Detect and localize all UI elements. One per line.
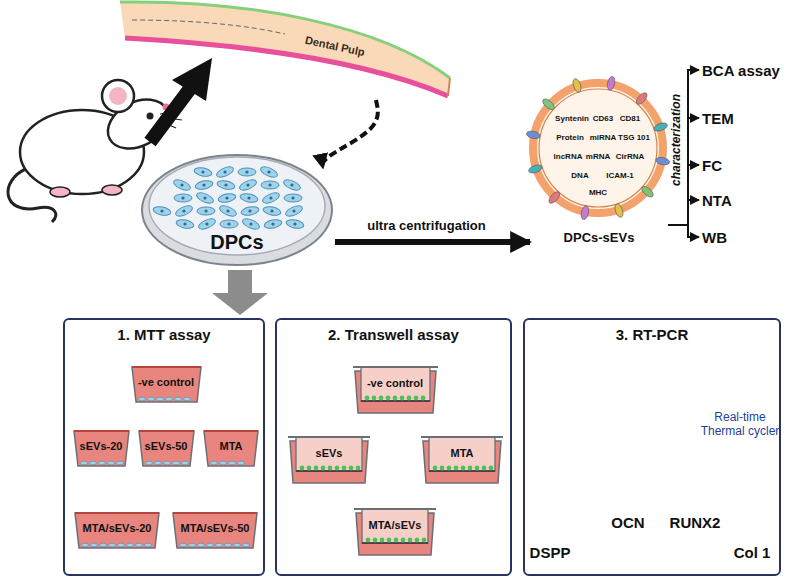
- transwell-insert: sEVs: [287, 435, 371, 485]
- node-text: -ve control: [138, 376, 194, 388]
- gene-label: Col 1: [734, 544, 771, 561]
- node-text: DPCs-sEVs: [564, 230, 635, 245]
- node-text: MTA: [219, 440, 242, 452]
- connector-arrow: [335, 239, 530, 245]
- node-text: WB: [702, 229, 727, 246]
- transfer-arrow: [150, 58, 212, 142]
- method-label: WB: [700, 228, 729, 247]
- gene-label: DSPP: [530, 544, 571, 561]
- node-text: sEVs-20: [80, 440, 123, 452]
- cargo-label: ICAM-1: [606, 171, 634, 180]
- transwell-insert-outline: [420, 435, 504, 485]
- transwell-insert: -ve control: [352, 365, 439, 415]
- transwell-insert-outline: [352, 365, 439, 415]
- cargo-label: Syntenin: [555, 114, 589, 123]
- culture-well: MTA: [202, 428, 260, 468]
- connector-arrow: [668, 200, 699, 225]
- method-label: NTA: [700, 191, 734, 210]
- assay-panel-outline: [525, 320, 783, 578]
- culture-dish: DPCs: [140, 150, 335, 268]
- connector-arrow: [668, 70, 699, 225]
- node-text: 3. RT-PCR: [616, 326, 689, 343]
- method-label: BCA assay: [700, 61, 782, 80]
- cargo-label: MHC: [589, 188, 607, 197]
- culture-well: MTA/sEVs-20: [73, 510, 161, 550]
- gene-label: OCN: [611, 514, 644, 531]
- node-text: MTA/sEVs: [369, 519, 422, 531]
- node-text: -ve control: [367, 377, 423, 389]
- culture-well: sEVs-20: [72, 428, 131, 468]
- transwell-insert-outline: [353, 507, 437, 557]
- node-text: 2. Transwell assay: [328, 326, 459, 343]
- connector-arrow: [668, 225, 699, 237]
- cargo-label: DNA: [571, 171, 588, 180]
- cargo-label: Protein: [556, 133, 584, 142]
- transwell-insert-outline: [287, 435, 371, 485]
- bracket-label: characterization: [669, 94, 683, 186]
- node-text: NTA: [702, 192, 732, 209]
- culture-well: -ve control: [130, 364, 203, 404]
- cargo-label: CD81: [620, 114, 640, 123]
- culture-well: MTA/sEVs-50: [171, 510, 259, 550]
- assay-panel: 1. MTT assay-ve controlsEVs-20sEVs-50MTA…: [63, 318, 265, 576]
- node-text: BCA assay: [702, 62, 780, 79]
- cargo-label: lncRNA: [554, 152, 583, 161]
- transwell-insert: MTA/sEVs: [353, 507, 437, 557]
- cargo-label: TSG 101: [618, 133, 650, 142]
- node-text: TEM: [702, 110, 734, 127]
- connector-arrow: [323, 100, 378, 168]
- vesicle: DPCs-sEVs: [530, 75, 668, 247]
- vesicle-outline: [530, 75, 668, 247]
- node-text: MTA: [450, 447, 473, 459]
- method-label: TEM: [700, 109, 736, 128]
- gene-label: RUNX2: [670, 514, 721, 531]
- transwell-insert: MTA: [420, 435, 504, 485]
- grey-arrow: [212, 270, 268, 315]
- node-text: DPCs: [210, 231, 263, 254]
- node-text: 1. MTT assay: [117, 326, 210, 343]
- culture-well: sEVs-50: [137, 428, 196, 468]
- tooth-pulp: Dental Pulp: [118, 0, 453, 100]
- node-text: FC: [702, 157, 722, 174]
- cargo-label: CD63: [593, 114, 613, 123]
- cargo-label: miRNA: [590, 133, 617, 142]
- cargo-label: mRNA: [586, 152, 610, 161]
- tooth-pulp-outline: [118, 0, 453, 100]
- node-text: sEVs-50: [145, 440, 188, 452]
- cargo-label: CirRNA: [616, 152, 644, 161]
- device-label: Real-time Thermal cycler: [700, 411, 780, 439]
- node-text: MTA/sEVs-50: [181, 522, 250, 534]
- edge-label: ultra centrifugation: [364, 218, 488, 233]
- node-text: MTA/sEVs-20: [83, 522, 152, 534]
- assay-panel: 2. Transwell assay -ve control sEVs MTA MTA/…: [275, 318, 512, 576]
- node-text: sEVs: [316, 447, 343, 459]
- method-label: FC: [700, 156, 724, 175]
- assay-panel: 3. RT-PCR: [523, 318, 781, 576]
